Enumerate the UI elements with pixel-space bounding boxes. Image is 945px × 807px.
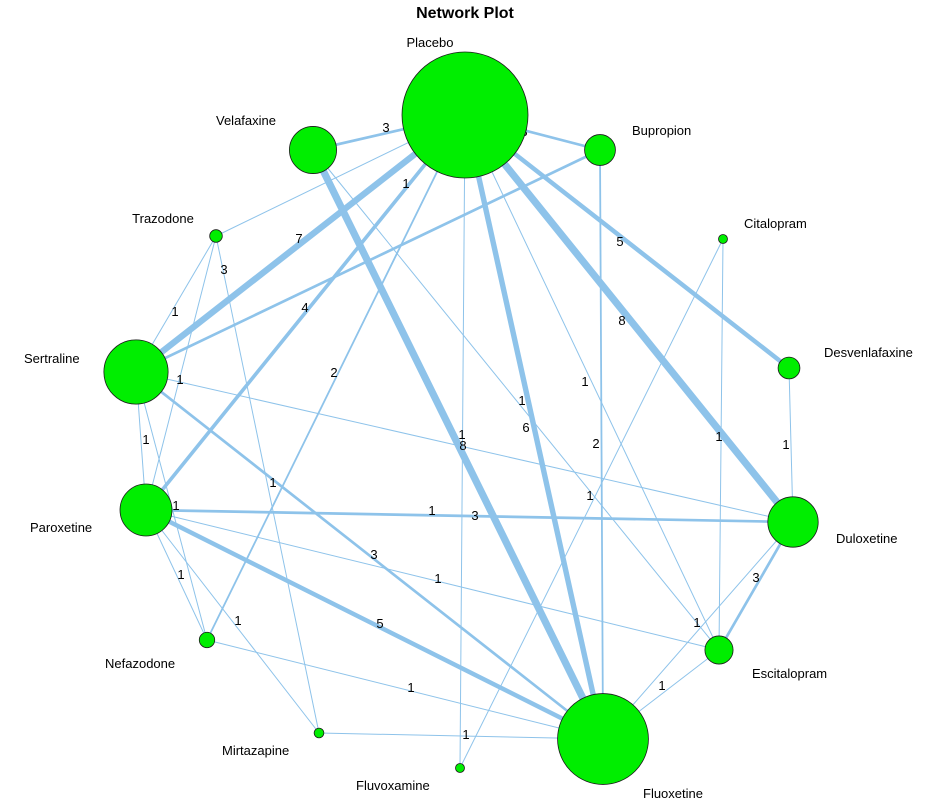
node-sertraline xyxy=(103,339,169,405)
node-label-velafaxine: Velafaxine xyxy=(216,113,276,128)
edge-paroxetine-escitalopram xyxy=(145,509,720,651)
edge-sertraline-fluoxetine xyxy=(134,370,605,741)
edge-placebo-desvenlafaxine xyxy=(462,112,792,371)
edge-trazodone-mirtazapine xyxy=(215,235,320,734)
edge-label-paroxetine-fluoxetine: 5 xyxy=(376,616,383,631)
edge-nefazodone-fluoxetine xyxy=(206,639,604,740)
edge-label-duloxetine-escitalopram: 3 xyxy=(752,570,759,585)
edge-placebo-paroxetine xyxy=(144,113,467,512)
node-label-citalopram: Citalopram xyxy=(744,216,807,231)
edge-label-placebo-escitalopram: 1 xyxy=(518,393,525,408)
node-fluoxetine xyxy=(557,693,649,785)
edge-duloxetine-fluoxetine xyxy=(602,521,794,740)
edge-label-mirtazapine-fluoxetine: 1 xyxy=(462,727,469,742)
edge-placebo-duloxetine xyxy=(461,111,797,526)
edge-label-bupropion-sertraline: 3 xyxy=(220,262,227,277)
edge-bupropion-sertraline xyxy=(134,148,602,374)
node-desvenlafaxine xyxy=(777,356,801,380)
edge-desvenlafaxine-duloxetine xyxy=(788,367,794,523)
edge-label-paroxetine-nefazodone: 1 xyxy=(177,567,184,582)
edge-label-placebo-fluoxetine: 6 xyxy=(522,420,529,435)
edge-velafaxine-fluoxetine xyxy=(309,146,607,743)
edge-label-desvenlafaxine-duloxetine: 1 xyxy=(782,437,789,452)
edge-placebo-escitalopram xyxy=(464,114,720,651)
edge-placebo-nefazodone xyxy=(206,114,466,641)
edge-label-velafaxine-fluoxetine: 8 xyxy=(459,438,466,453)
node-nefazodone xyxy=(198,631,216,649)
edge-citalopram-fluvoxamine xyxy=(459,238,724,769)
plot-title: Network Plot xyxy=(416,5,514,22)
edge-label-paroxetine-duloxetine: 3 xyxy=(471,508,478,523)
node-label-fluoxetine: Fluoxetine xyxy=(643,786,703,801)
node-label-placebo: Placebo xyxy=(407,35,454,50)
edge-label-citalopram-fluvoxamine: 1 xyxy=(586,488,593,503)
edge-labels-layer: 33742586111813211111131113511131111 xyxy=(142,120,789,742)
edge-label-placebo-nefazodone: 2 xyxy=(330,365,337,380)
node-label-desvenlafaxine: Desvenlafaxine xyxy=(824,345,913,360)
node-bupropion xyxy=(584,134,616,166)
edge-label-trazodone-paroxetine: 1 xyxy=(176,372,183,387)
edge-label-sertraline-fluoxetine: 3 xyxy=(370,547,377,562)
edge-label-placebo-trazodone: 1 xyxy=(402,176,409,191)
node-escitalopram xyxy=(704,635,734,665)
edge-label-velafaxine-escitalopram: 1 xyxy=(581,374,588,389)
node-mirtazapine xyxy=(313,727,325,739)
edge-bupropion-fluoxetine xyxy=(599,149,604,740)
edge-paroxetine-fluoxetine xyxy=(143,507,606,742)
edge-velafaxine-escitalopram xyxy=(312,149,720,651)
edge-label-sertraline-nefazodone: 1 xyxy=(172,498,179,513)
edge-label-sertraline-duloxetine: 1 xyxy=(434,571,441,586)
node-label-mirtazapine: Mirtazapine xyxy=(222,743,289,758)
edge-paroxetine-duloxetine xyxy=(144,508,795,524)
node-label-trazodone: Trazodone xyxy=(132,211,194,226)
edge-label-escitalopram-fluoxetine: 1 xyxy=(658,678,665,693)
edge-placebo-fluvoxamine xyxy=(459,114,466,769)
node-placebo xyxy=(401,51,529,179)
edge-label-placebo-sertraline: 7 xyxy=(295,231,302,246)
edge-trazodone-paroxetine xyxy=(145,235,217,511)
edge-paroxetine-mirtazapine xyxy=(145,509,320,734)
edge-label-trazodone-mirtazapine: 1 xyxy=(269,475,276,490)
node-label-escitalopram: Escitalopram xyxy=(752,666,827,681)
edge-label-placebo-duloxetine: 8 xyxy=(618,313,625,328)
edge-label-bupropion-fluoxetine: 2 xyxy=(592,436,599,451)
node-label-duloxetine: Duloxetine xyxy=(836,531,897,546)
node-label-fluvoxamine: Fluvoxamine xyxy=(356,778,430,793)
edge-label-placebo-fluvoxamine: 1 xyxy=(458,427,465,442)
edge-placebo-sertraline xyxy=(132,111,469,376)
nodes-layer xyxy=(103,51,819,785)
edge-label-duloxetine-fluoxetine: 1 xyxy=(693,615,700,630)
edge-label-citalopram-escitalopram: 1 xyxy=(715,429,722,444)
node-velafaxine xyxy=(289,126,337,174)
edge-label-paroxetine-escitalopram: 1 xyxy=(428,503,435,518)
node-label-nefazodone: Nefazodone xyxy=(105,656,175,671)
node-label-paroxetine: Paroxetine xyxy=(30,520,92,535)
edge-label-placebo-velafaxine: 3 xyxy=(382,120,389,135)
edge-label-nefazodone-fluoxetine: 1 xyxy=(407,680,414,695)
edge-placebo-fluoxetine xyxy=(462,112,606,742)
edge-sertraline-duloxetine xyxy=(135,371,794,523)
edge-label-placebo-paroxetine: 4 xyxy=(301,300,308,315)
edge-label-placebo-desvenlafaxine: 5 xyxy=(616,234,623,249)
node-paroxetine xyxy=(119,483,173,537)
node-label-bupropion: Bupropion xyxy=(632,123,691,138)
node-citalopram xyxy=(718,234,728,244)
node-duloxetine xyxy=(767,496,819,548)
edge-citalopram-escitalopram xyxy=(718,238,724,651)
edge-mirtazapine-fluoxetine xyxy=(318,732,604,740)
edge-label-paroxetine-mirtazapine: 1 xyxy=(234,613,241,628)
node-label-sertraline: Sertraline xyxy=(24,351,80,366)
edges-layer xyxy=(132,111,797,769)
node-trazodone xyxy=(209,229,223,243)
node-fluvoxamine xyxy=(455,763,465,773)
edge-label-sertraline-paroxetine: 1 xyxy=(142,432,149,447)
edge-label-trazodone-sertraline: 1 xyxy=(171,304,178,319)
